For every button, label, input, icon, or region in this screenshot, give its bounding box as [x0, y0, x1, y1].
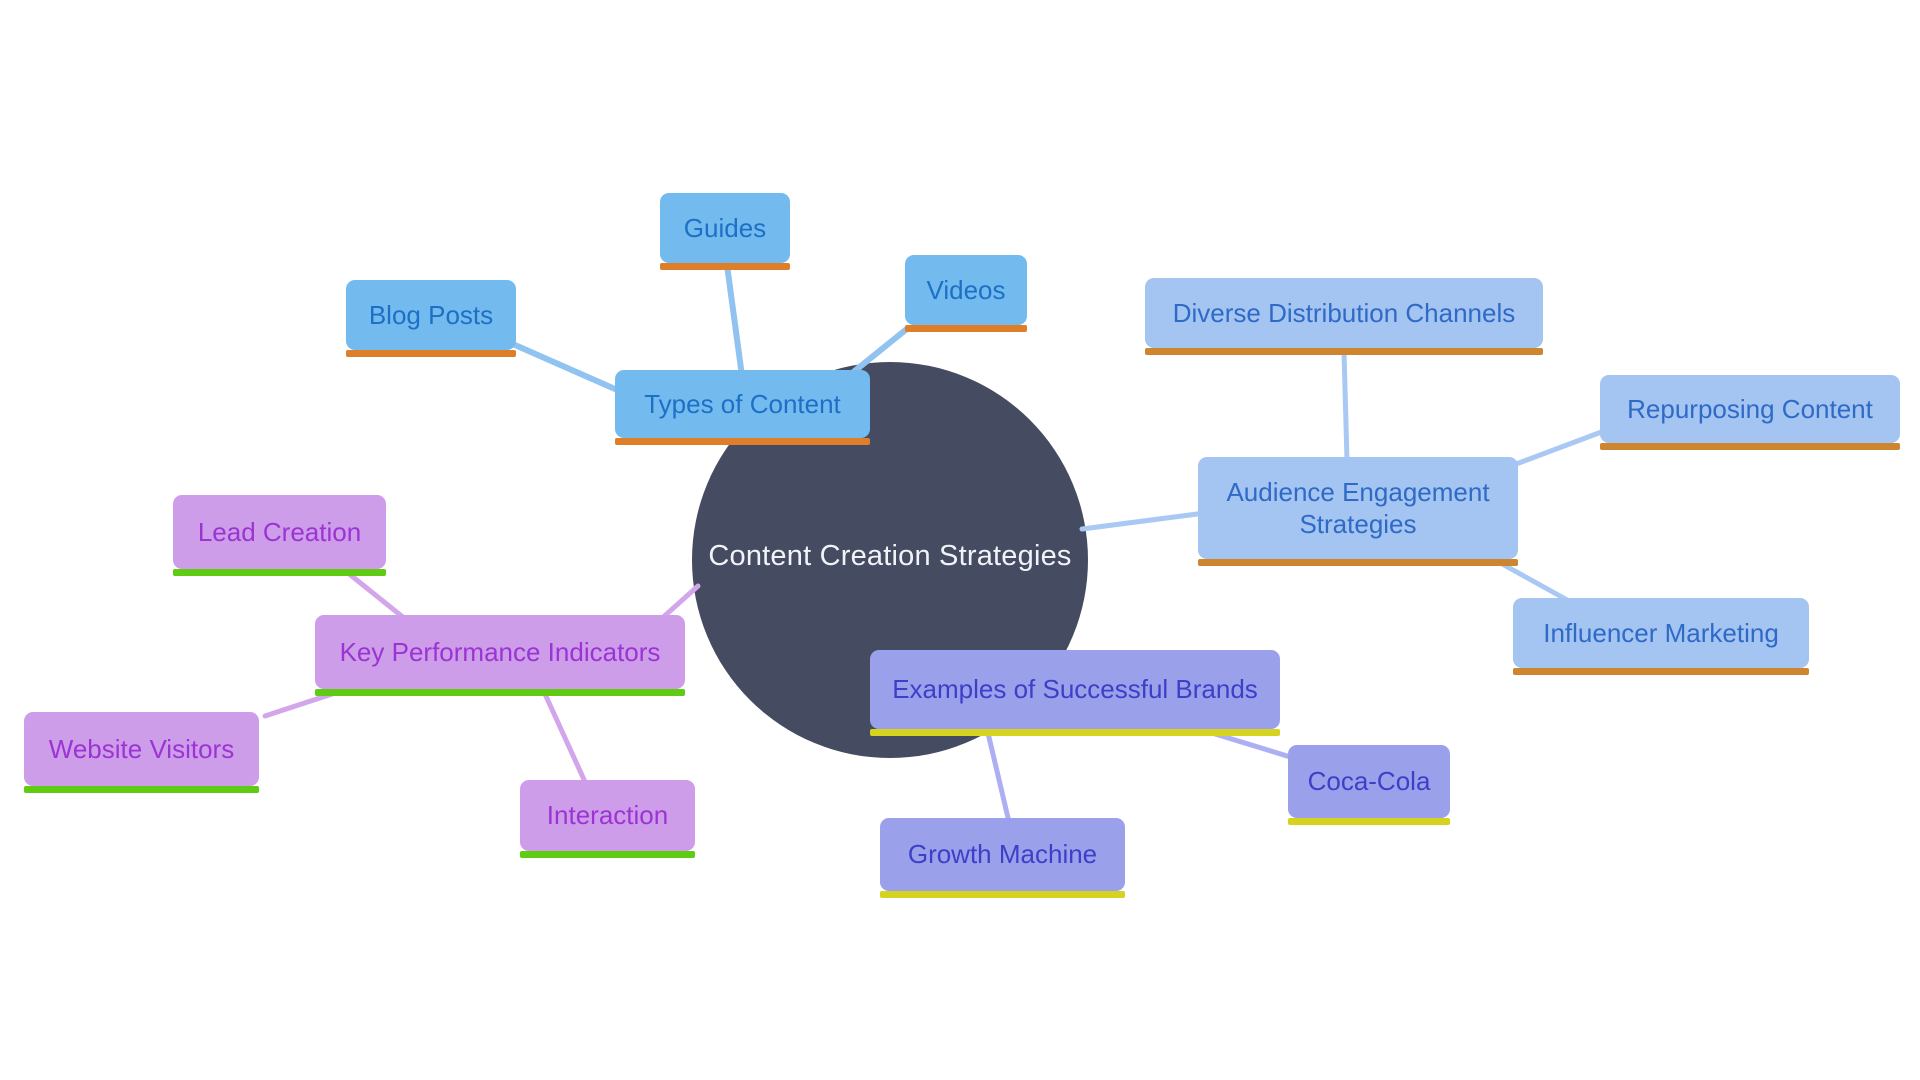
node-website-visitors-label: Website Visitors [48, 733, 235, 764]
node-examples-of-successful-brands: Examples of Successful Brands [870, 650, 1280, 736]
node-website-visitors: Website Visitors [24, 712, 259, 793]
node-examples-of-successful-brands-label: Examples of Successful Brands [892, 674, 1258, 705]
node-guides: Guides [660, 193, 790, 270]
node-lead-creation: Lead Creation [173, 495, 386, 576]
connector-guides-types [724, 262, 745, 379]
node-key-performance-indicators: Key Performance Indicators [315, 615, 685, 696]
node-lead-creation-label: Lead Creation [197, 516, 362, 547]
node-diverse-distribution-channels: Diverse Distribution Channels [1145, 278, 1543, 355]
connector-center-kpi [657, 583, 701, 623]
node-influencer-marketing: Influencer Marketing [1513, 598, 1809, 675]
node-blog-posts-label: Blog Posts [368, 299, 494, 330]
node-audience-engagement-strategies-label: Audience Engagement Strategies [1226, 476, 1490, 540]
node-repurposing-content-label: Repurposing Content [1627, 393, 1873, 424]
node-repurposing-content: Repurposing Content [1600, 375, 1900, 450]
connector-kpi-website [262, 691, 335, 719]
node-growth-machine-label: Growth Machine [907, 839, 1098, 870]
node-key-performance-indicators-label: Key Performance Indicators [339, 636, 661, 667]
node-interaction-label: Interaction [546, 800, 669, 831]
central-node-label: Content Creation Strategies [708, 539, 1072, 572]
node-diverse-distribution-channels-label: Diverse Distribution Channels [1172, 297, 1516, 328]
connector-center-audience [1079, 510, 1208, 532]
connector-brands-growth [985, 730, 1012, 825]
connector-brands-coca [1209, 730, 1300, 762]
node-videos-label: Videos [926, 274, 1006, 305]
node-blog-posts: Blog Posts [346, 280, 516, 357]
node-types-of-content-label: Types of Content [644, 388, 841, 419]
connector-audience-diverse [1341, 349, 1350, 463]
node-coca-cola-label: Coca-Cola [1307, 766, 1431, 797]
node-interaction: Interaction [520, 780, 695, 858]
node-videos: Videos [905, 255, 1027, 332]
connector-kpi-lead [345, 570, 407, 621]
node-types-of-content: Types of Content [615, 370, 870, 445]
node-guides-label: Guides [683, 212, 767, 243]
node-coca-cola: Coca-Cola [1288, 745, 1450, 825]
connector-videos-types [843, 325, 911, 381]
connector-kpi-interaction [542, 691, 589, 787]
node-influencer-marketing-label: Influencer Marketing [1543, 617, 1779, 648]
node-audience-engagement-strategies: Audience Engagement Strategies [1198, 457, 1518, 566]
node-growth-machine: Growth Machine [880, 818, 1125, 898]
